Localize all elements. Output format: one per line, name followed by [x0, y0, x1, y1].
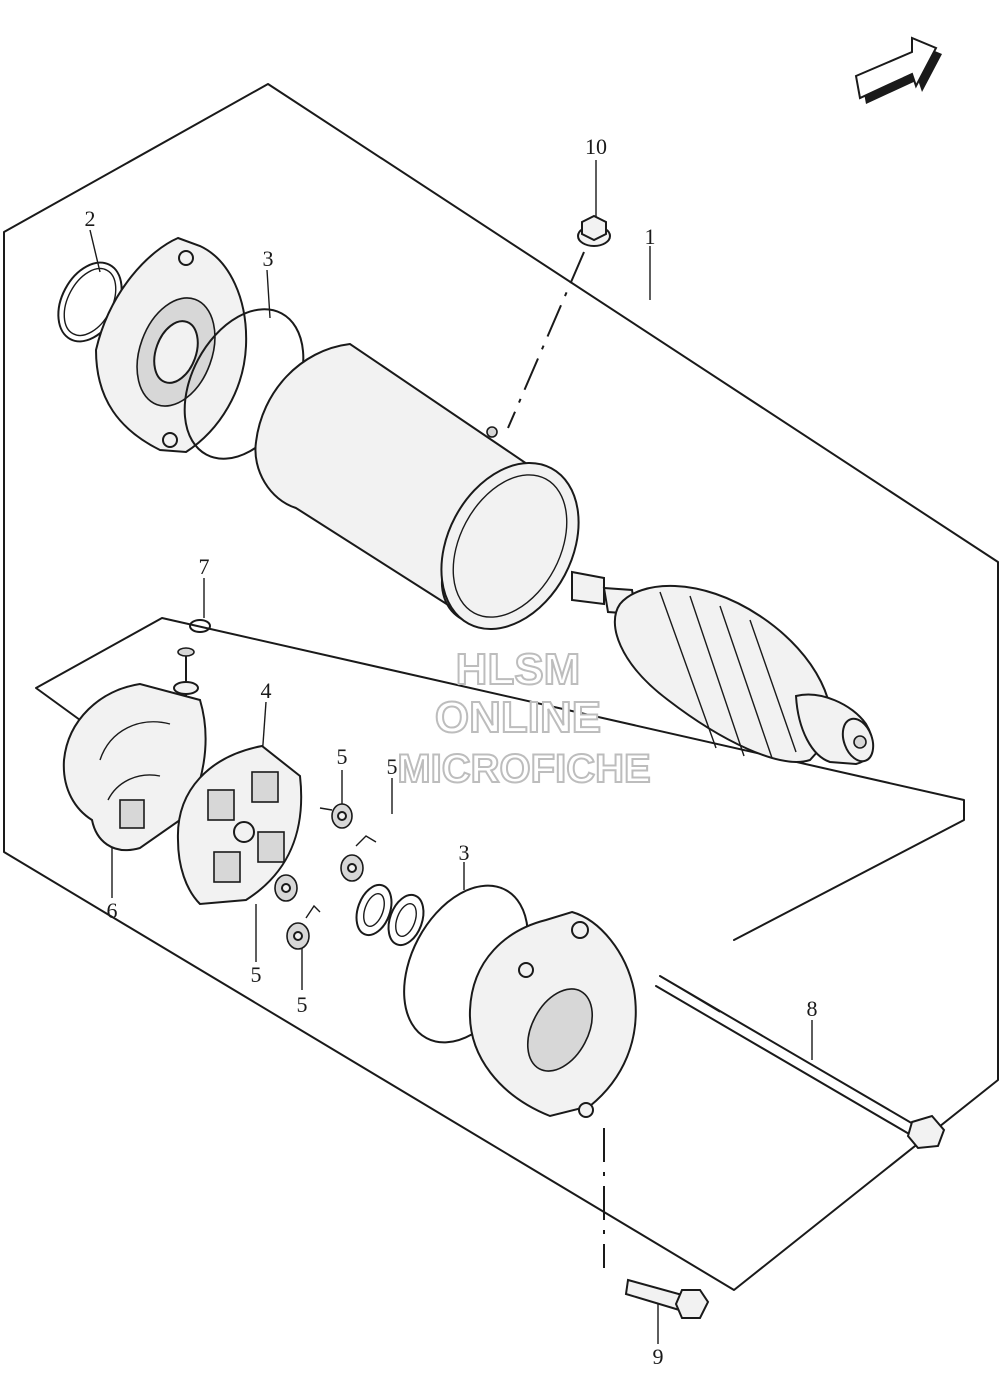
part-rear-housing	[468, 910, 637, 1118]
callout-6: 6	[107, 898, 118, 923]
part-front-housing	[94, 236, 248, 454]
callout-5a: 5	[337, 744, 348, 769]
callout-7: 7	[199, 554, 210, 579]
callout-8: 8	[807, 996, 818, 1021]
axis-line-yoke-nut	[507, 251, 585, 429]
forward-direction-arrow-icon: FWD	[854, 36, 942, 104]
part-brush-holder-4	[176, 744, 303, 906]
part-brush-5d	[286, 904, 321, 950]
part-brush-5b	[340, 835, 377, 882]
part-o-ring-7	[189, 619, 211, 633]
assembly-outline-main	[3, 83, 999, 1291]
part-bolt-9	[624, 1278, 710, 1319]
watermark-line-2: ONLINE	[435, 693, 601, 742]
callout-9: 9	[653, 1344, 664, 1369]
part-washers	[355, 883, 425, 947]
part-flange-nut-10	[577, 214, 611, 247]
part-yoke	[254, 342, 580, 630]
callout-4: 4	[261, 678, 272, 703]
watermark-line-1: HLSM	[456, 645, 581, 694]
callouts: 1 2 3 3 4 5 5 5 5 6 7 8 9 10	[85, 134, 818, 1369]
part-end-cover-6	[62, 647, 207, 851]
assembly-outline-brush	[35, 617, 965, 941]
leader-lines	[89, 160, 813, 1344]
callout-5d: 5	[297, 992, 308, 1017]
callout-5c: 5	[251, 962, 262, 987]
part-armature	[571, 570, 875, 766]
callout-5b: 5	[387, 754, 398, 779]
part-brush-5a	[319, 803, 353, 829]
callout-10: 10	[585, 134, 607, 159]
callout-2: 2	[85, 206, 96, 231]
callout-3-upper: 3	[263, 246, 274, 271]
callout-1: 1	[645, 224, 656, 249]
part-brush-5c	[274, 874, 298, 902]
watermark: HLSM ONLINE MICROFICHE	[396, 644, 651, 792]
part-through-bolt-8	[655, 975, 946, 1150]
callout-3-lower: 3	[459, 840, 470, 865]
watermark-line-3: MICROFICHE	[397, 747, 650, 791]
